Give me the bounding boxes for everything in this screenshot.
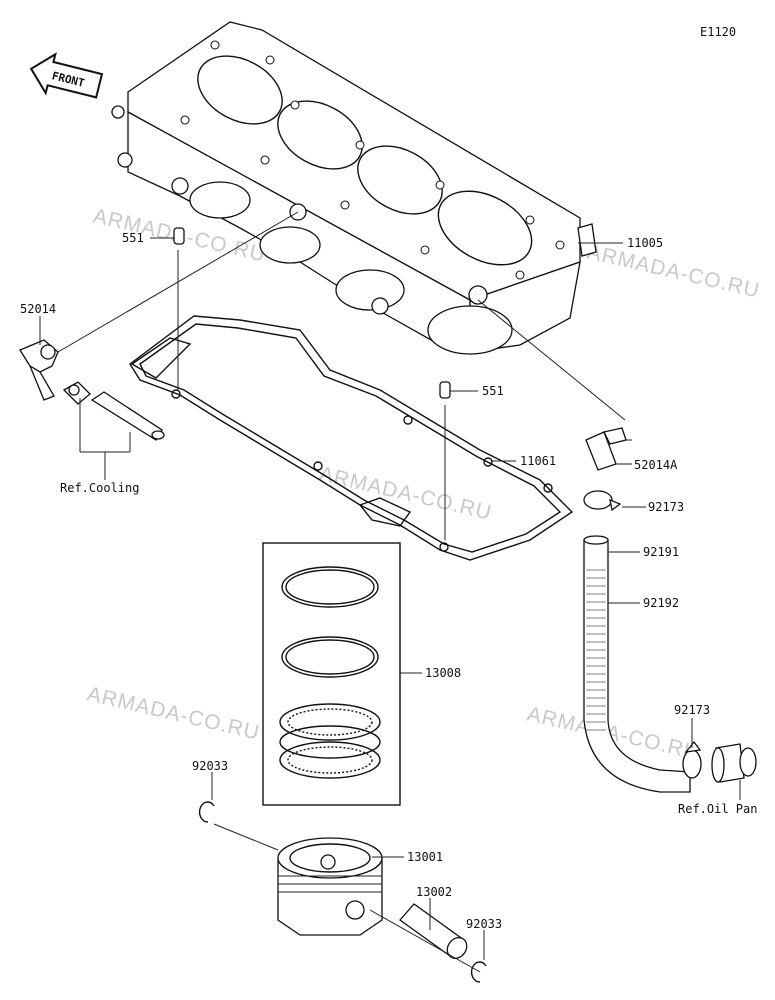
oil-pan-fitting (711, 743, 757, 783)
label-gasket: 11061 (520, 454, 556, 468)
label-circlip-left: 92033 (192, 759, 228, 773)
clamp-lower (682, 740, 702, 779)
circlip-left (198, 801, 215, 823)
watermark-2: ARMADA-CO.RU (585, 240, 762, 302)
label-dowel-lower: 551 (482, 384, 504, 398)
label-ref-cooling: Ref.Cooling (60, 481, 139, 495)
label-hose-end: 92191 (643, 545, 679, 559)
dowel-lower (439, 381, 451, 399)
label-piston-pin: 13002 (416, 885, 452, 899)
label-dowel-upper: 551 (122, 231, 144, 245)
cylinder-block (111, 21, 597, 355)
oil-hose (583, 535, 691, 793)
piston-pin (399, 903, 468, 960)
label-piston: 13001 (407, 850, 443, 864)
part-labels: 11005 551 551 52014 52014A 11061 92173 9… (20, 231, 757, 931)
label-hose: 92192 (643, 596, 679, 610)
fitting-left (19, 339, 59, 401)
label-clamp-upper: 92173 (648, 500, 684, 514)
circlip-right (470, 961, 487, 983)
cooling-hose (62, 381, 165, 441)
watermark-4: ARMADA-CO.RU (85, 682, 262, 744)
watermark-3: ARMADA-CO.RU (317, 462, 494, 524)
head-gasket (129, 315, 574, 561)
label-clamp-lower: 92173 (674, 703, 710, 717)
label-fitting-left: 52014 (20, 302, 56, 316)
ring-set-box (262, 542, 401, 806)
diagram-code: E1120 (700, 25, 736, 39)
clamp-upper (583, 490, 622, 512)
label-fitting-right: 52014A (634, 458, 678, 472)
dowel-upper (173, 227, 185, 245)
piston (277, 837, 383, 936)
front-arrow-icon: FRONT (29, 52, 104, 99)
label-circlip-right: 92033 (466, 917, 502, 931)
label-cylinder: 11005 (627, 236, 663, 250)
leader-lines (39, 211, 741, 973)
label-ring-set: 13008 (425, 666, 461, 680)
label-ref-oil-pan: Ref.Oil Pan (678, 802, 757, 816)
